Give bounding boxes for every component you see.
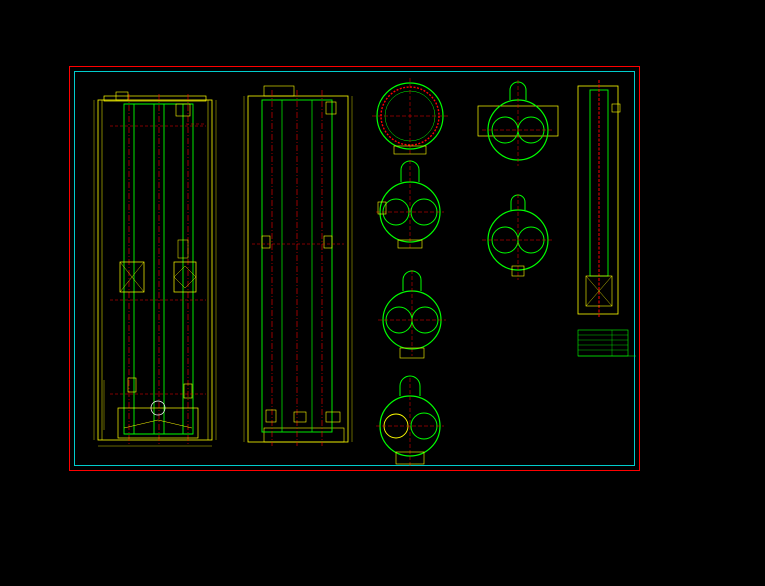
elevation-view-1 — [93, 91, 217, 447]
section-view-c — [378, 270, 446, 359]
outer-border — [69, 66, 640, 471]
legend-table — [577, 329, 636, 357]
section-view-f — [482, 194, 554, 280]
section-view-top-plate — [372, 78, 448, 155]
column-view — [577, 80, 621, 318]
section-view-b — [376, 160, 444, 249]
elevation-view-2 — [243, 85, 353, 446]
section-view-e — [477, 80, 559, 166]
section-view-d — [376, 375, 444, 466]
inner-border — [74, 71, 635, 466]
